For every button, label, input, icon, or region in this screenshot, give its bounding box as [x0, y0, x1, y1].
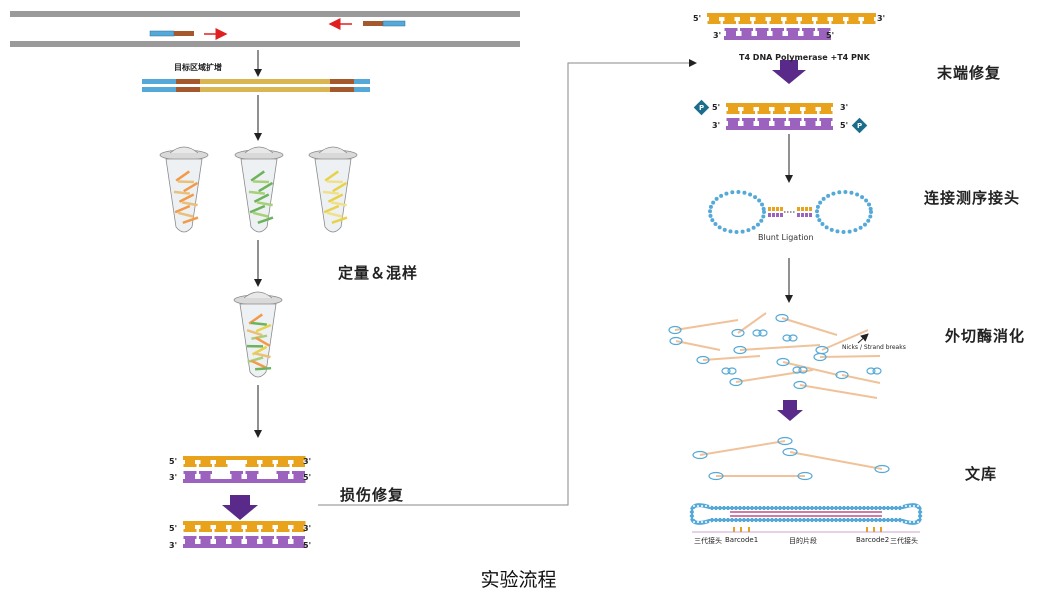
end-label: 3'	[169, 473, 178, 482]
library-illustration	[692, 436, 890, 481]
step-exonuclease: 外切酶消化	[945, 327, 1026, 345]
figure-caption: 实验流程	[480, 569, 557, 591]
sample-tubes	[159, 146, 358, 378]
target-amplification-label: 目标区域扩增	[174, 63, 222, 72]
end-label: 5'	[826, 31, 835, 40]
end-label: 5'	[169, 457, 178, 466]
amplicon	[142, 79, 370, 92]
library-part-label: 三代接头	[890, 537, 918, 545]
end-label: 3'	[713, 31, 722, 40]
step-end-repair: 末端修复	[937, 64, 1002, 82]
process-arrow	[222, 495, 258, 520]
end-label: 5'	[840, 121, 849, 130]
end-label: 3'	[840, 103, 849, 112]
end-label: 5'	[303, 473, 312, 482]
phosphate-label: P	[699, 104, 705, 112]
step-damage-repair: 损伤修复	[340, 486, 405, 504]
final-library-construct	[689, 503, 923, 533]
enzyme-label: T4 DNA Polymerase +T4 PNK	[739, 53, 870, 62]
end-label: 5'	[712, 103, 721, 112]
step-library: 文库	[965, 465, 998, 483]
phosphate-label: P	[857, 122, 863, 130]
process-arrow	[777, 400, 803, 421]
end-label: 3'	[712, 121, 721, 130]
adapter-ligation-illustration	[708, 190, 873, 234]
process-arrow	[772, 60, 806, 84]
end-label: 3'	[303, 457, 312, 466]
genome-template	[10, 11, 520, 47]
step-adapter-ligation: 连接测序接头	[924, 189, 1021, 207]
library-part-label: Barcode2	[856, 536, 890, 544]
library-part-label: 目的片段	[789, 537, 817, 545]
library-part-label: 三代接头	[694, 537, 722, 545]
nicks-label: Nicks / Strand breaks	[842, 344, 906, 351]
exonuclease-illustration	[668, 312, 882, 399]
end-label: 5'	[693, 14, 702, 23]
end-label: 3'	[169, 541, 178, 550]
flow-connector	[318, 59, 697, 506]
end-repair-illustration	[693, 13, 876, 134]
end-label: 3'	[877, 14, 886, 23]
end-label: 3'	[303, 524, 312, 533]
end-label: 5'	[169, 524, 178, 533]
dna-repair-illustration	[183, 456, 306, 548]
blunt-ligation-label: Blunt Ligation	[758, 233, 814, 242]
library-part-label: Barcode1	[725, 536, 759, 544]
end-label: 5'	[303, 541, 312, 550]
step-quantify-mix: 定量＆混样	[338, 264, 419, 282]
